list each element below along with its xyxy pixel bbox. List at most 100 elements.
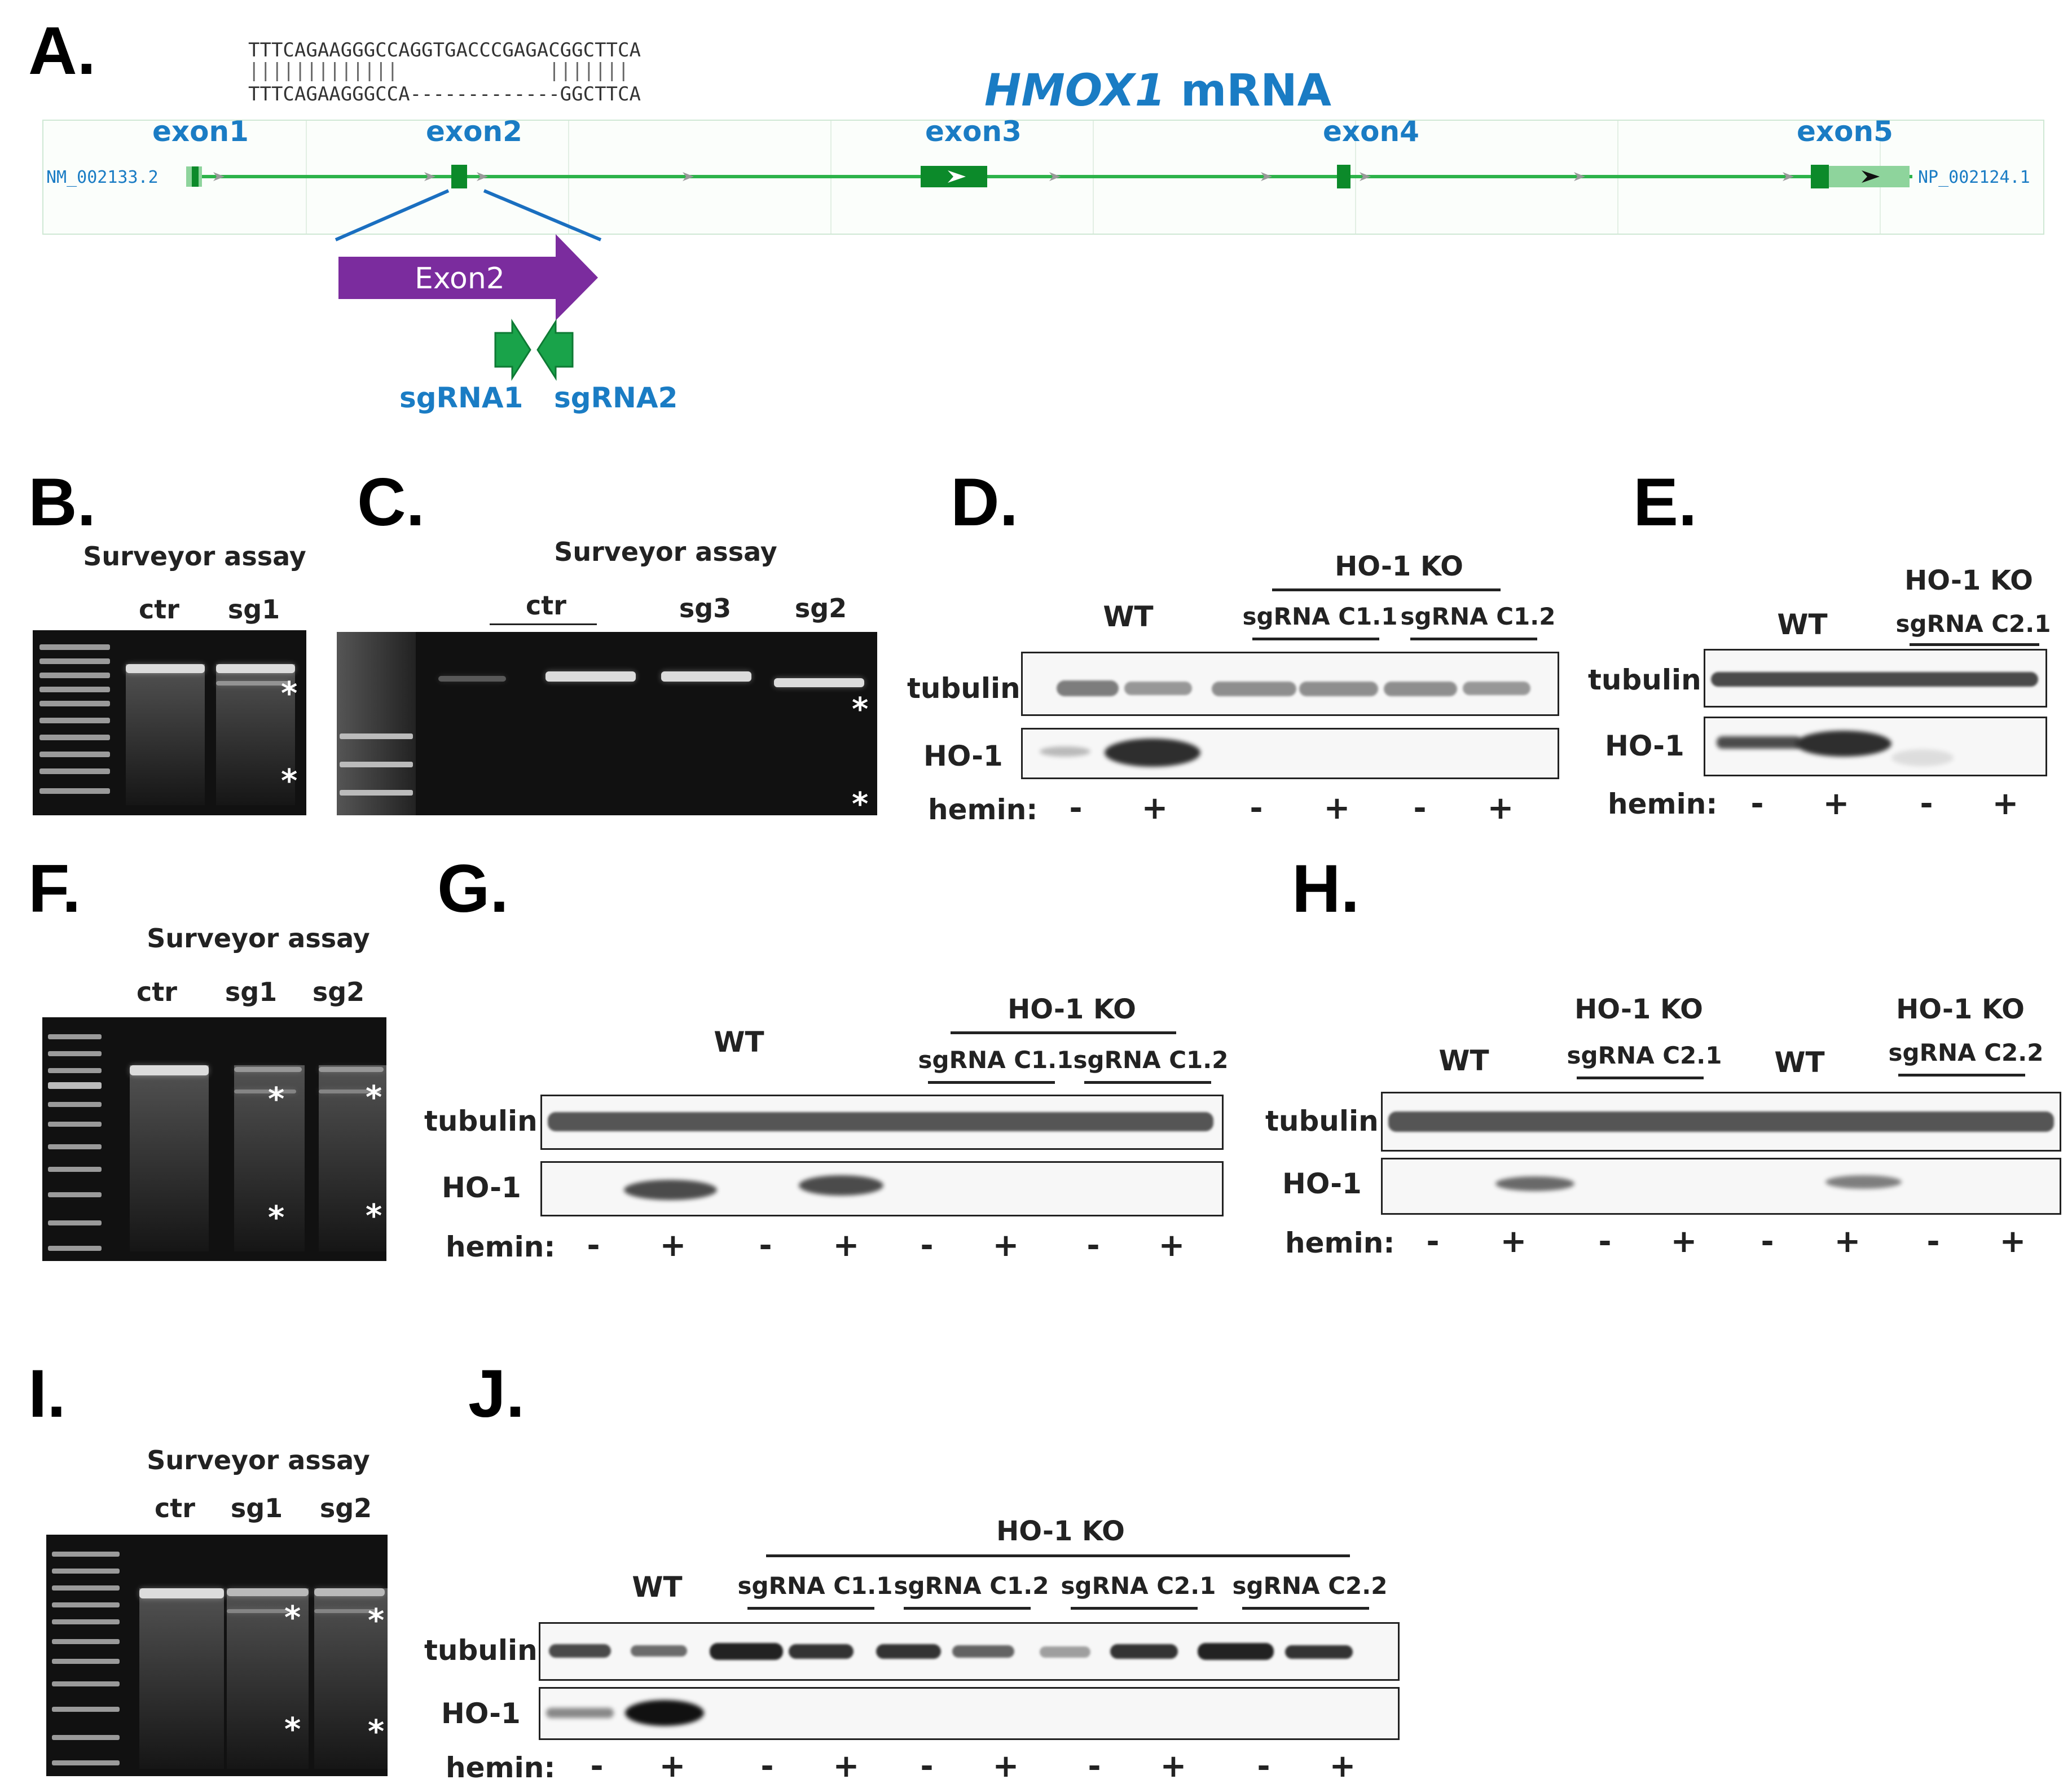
ladder-band (48, 1051, 102, 1056)
gel-band-parental (319, 1067, 384, 1072)
wt-label-e: WT (1777, 608, 1828, 641)
tubulin-band (1212, 682, 1296, 696)
ho1-blot-d (1021, 728, 1559, 779)
c22-underline-h (1898, 1074, 2025, 1077)
hemin-label-d: hemin: (928, 793, 1038, 826)
sgrna2-arrow-icon (536, 318, 574, 381)
ladder-band (52, 1602, 120, 1607)
accession-left: NM_002133.2 (46, 168, 159, 187)
hemin-plus: + (659, 1748, 686, 1785)
lane-ctr-c: ctr (526, 590, 566, 621)
ho1-band (1495, 1176, 1574, 1191)
ladder-band (52, 1552, 120, 1557)
hemin-plus: + (1670, 1223, 1697, 1260)
tubulin-band (1463, 682, 1530, 695)
hemin-minus: - (590, 1748, 604, 1785)
ladder-band (52, 1585, 120, 1591)
hemin-plus: + (1160, 1748, 1187, 1785)
gene-diagram-svg (186, 165, 1912, 381)
hemin-plus: + (1834, 1223, 1861, 1260)
hemin-plus: + (1992, 785, 2019, 822)
ho1-band (1825, 1175, 1902, 1189)
gel-c: * * (337, 632, 877, 815)
c12-underline-d (1410, 638, 1537, 640)
c21-label-j: sgRNA C2.1 (1061, 1572, 1216, 1600)
gel-band-cleaved (319, 1090, 381, 1093)
tubulin-band (549, 1644, 611, 1658)
hemin-plus: + (1823, 785, 1850, 822)
gel-band-parental (438, 676, 506, 682)
tubulin-band (1110, 1644, 1178, 1659)
gel-band-parental (126, 664, 205, 673)
hemin-plus: + (1999, 1223, 2026, 1260)
tubulin-band (952, 1645, 1014, 1658)
ctr-underline (490, 623, 597, 625)
c21-label-e: sgRNA C2.1 (1895, 610, 2051, 638)
ladder-band (52, 1659, 120, 1664)
tubulin-blot-d (1021, 652, 1559, 716)
exon5-label: exon5 (1797, 115, 1893, 148)
c11-label-d: sgRNA C1.1 (1242, 603, 1398, 630)
panel-label-e: E. (1633, 464, 1697, 540)
surveyor-title-i: Surveyor assay (147, 1445, 370, 1475)
hemin-minus: - (1086, 1227, 1100, 1264)
ladder-band (48, 1246, 102, 1251)
hemin-minus: - (1426, 1223, 1440, 1260)
panel-label-i: I. (28, 1356, 66, 1431)
hemin-minus: - (1750, 785, 1764, 822)
ko-header-e: HO-1 KO (1904, 565, 2033, 596)
ho1-blot-j (539, 1687, 1400, 1740)
ladder-band (52, 1735, 120, 1740)
ko-header-g: HO-1 KO (1008, 994, 1136, 1025)
gene-symbol: HMOX1 (984, 65, 1165, 116)
lane-smear (234, 1065, 305, 1251)
ko-header-j: HO-1 KO (996, 1515, 1125, 1547)
panel-label-b: B. (28, 464, 96, 540)
hemin-minus: - (759, 1227, 772, 1264)
c21-underline-h (1577, 1077, 1704, 1079)
c12-underline-j (904, 1607, 1031, 1610)
ladder-band (52, 1760, 120, 1765)
ladder-band (39, 658, 110, 664)
ladder-band (39, 718, 110, 723)
tubulin-label-d: tubulin (907, 672, 1020, 705)
gene-title-suffix: mRNA (1165, 65, 1331, 116)
tubulin-band (1198, 1643, 1274, 1660)
gel-band-parental (774, 678, 864, 687)
tubulin-blot-e (1704, 649, 2047, 708)
exon2-block (451, 165, 467, 188)
ho1-band (799, 1175, 883, 1196)
tubulin-label-j: tubulin (424, 1634, 538, 1667)
lane-sg3-c: sg3 (679, 593, 732, 623)
c11-label-g: sgRNA C1.1 (918, 1046, 1074, 1074)
gel-band-cleaved (314, 1609, 376, 1613)
lane-smear (139, 1588, 224, 1769)
hemin-minus: - (1257, 1748, 1270, 1785)
ho1-band (546, 1708, 614, 1718)
cleavage-star: * (366, 1198, 382, 1235)
c22-underline-j (1242, 1607, 1369, 1610)
panel-label-c: C. (357, 464, 425, 540)
ladder-band (340, 762, 413, 767)
exon2-arrow-icon (338, 234, 598, 320)
c12-label-j: sgRNA C1.2 (894, 1572, 1049, 1600)
exon2-label: exon2 (426, 115, 522, 148)
tubulin-band (710, 1643, 783, 1660)
hemin-plus: + (833, 1748, 860, 1785)
cleavage-star: * (281, 763, 298, 799)
exon4-block (1337, 165, 1350, 188)
hemin-minus: - (1598, 1223, 1612, 1260)
ho1-band (1717, 736, 1801, 749)
c12-label-g: sgRNA C1.2 (1073, 1046, 1229, 1074)
exon3-direction-icon (948, 170, 966, 183)
ko-header-h-2: HO-1 KO (1896, 994, 2025, 1025)
c21-label-h: sgRNA C2.1 (1567, 1042, 1722, 1069)
lane-sg1-f: sg1 (225, 977, 278, 1007)
tubulin-band (876, 1644, 941, 1659)
hemin-minus: - (1069, 790, 1083, 827)
ladder-band (48, 1034, 102, 1039)
ho1-band (1796, 731, 1891, 757)
tubulin-band (1299, 682, 1378, 696)
ladder-lane (337, 632, 416, 815)
